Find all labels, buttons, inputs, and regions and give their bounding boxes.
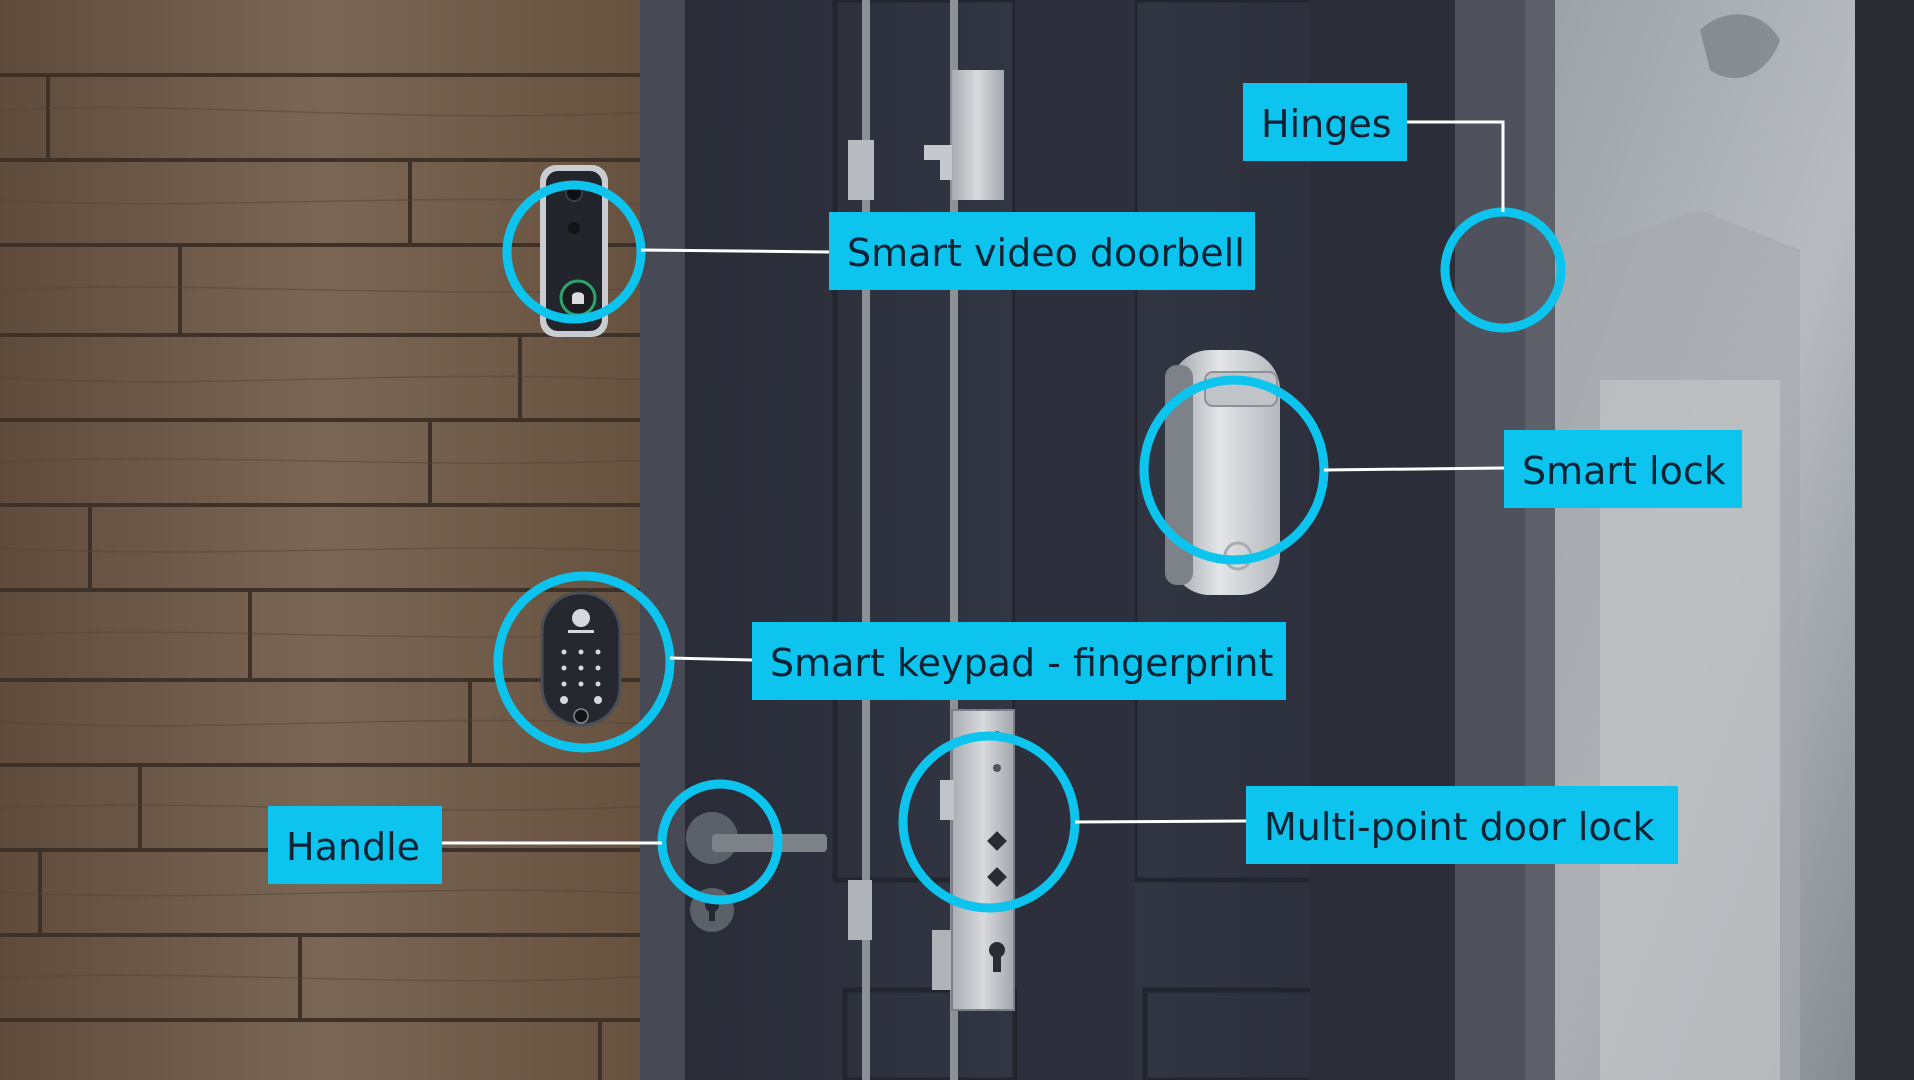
ring-doorbell bbox=[502, 180, 646, 324]
label-multi-point-door-lock: Multi-point door lock bbox=[1246, 786, 1678, 864]
leader-smart-lock bbox=[1323, 466, 1505, 472]
ring-keypad bbox=[493, 571, 675, 753]
label-hinges: Hinges bbox=[1243, 83, 1407, 161]
door-frame-left bbox=[640, 0, 685, 1080]
wood-wall bbox=[0, 0, 651, 1080]
label-smart-keypad-fingerprint: Smart keypad - fingerprint bbox=[752, 622, 1286, 700]
leader-multipoint bbox=[1074, 819, 1247, 824]
fingerprint-icon bbox=[573, 708, 589, 724]
side-window bbox=[1525, 0, 1914, 1080]
keypad-device-icon bbox=[540, 591, 622, 727]
multipoint-lock-plate-icon bbox=[940, 709, 1015, 1011]
leader-keypad bbox=[669, 656, 753, 662]
doorbell-device-icon bbox=[540, 165, 608, 337]
door-leaf bbox=[685, 0, 1455, 1080]
bell-icon bbox=[572, 292, 584, 304]
label-handle: Handle bbox=[268, 806, 442, 884]
leader-doorbell bbox=[640, 248, 830, 254]
multipoint-lock-strip bbox=[848, 0, 1004, 1080]
leader-lines bbox=[442, 120, 1505, 845]
label-smart-video-doorbell: Smart video doorbell bbox=[829, 212, 1255, 290]
leader-hinges bbox=[1407, 120, 1505, 212]
label-smart-lock: Smart lock bbox=[1504, 430, 1742, 508]
door-frame-right bbox=[1455, 0, 1525, 1080]
